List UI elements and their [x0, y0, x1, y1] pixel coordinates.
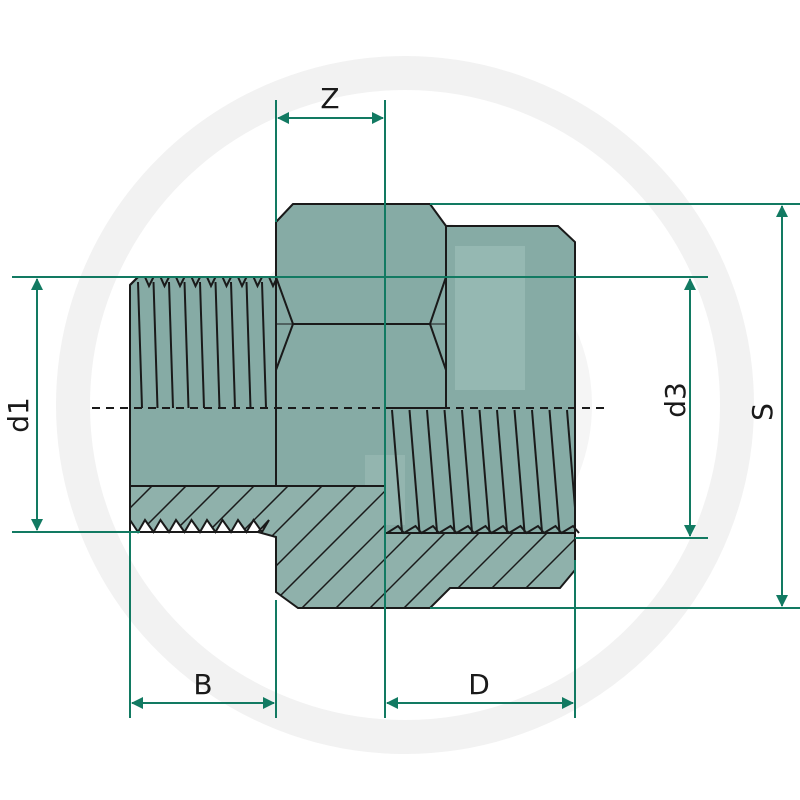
dim-d-label: D — [468, 668, 490, 701]
dim-d1-label: d1 — [2, 397, 35, 433]
dim-b-label: B — [193, 668, 212, 701]
male-thread-lines — [129, 276, 277, 409]
dimensions — [12, 100, 800, 718]
fitting-body — [129, 203, 576, 534]
dim-s-label: S — [746, 403, 779, 421]
female-thread-lines — [391, 409, 575, 533]
female-thread-profile — [386, 524, 580, 535]
body-highlight — [455, 246, 525, 390]
male-thread-profile — [129, 516, 270, 534]
dim-z-label: Z — [320, 82, 339, 115]
dim-d3-label: d3 — [659, 382, 692, 418]
